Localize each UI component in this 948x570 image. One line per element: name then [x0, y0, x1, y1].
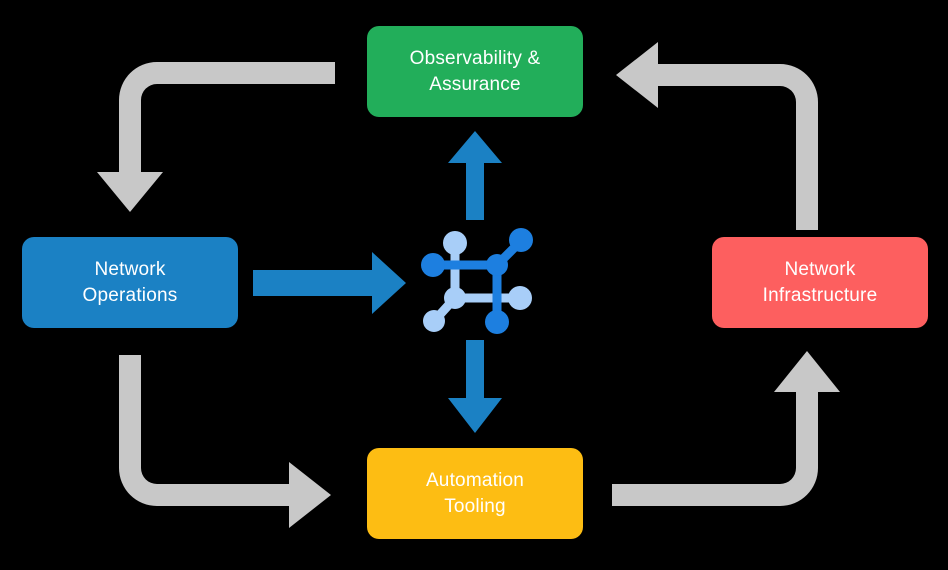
arrow-automation-to-infrastructure: [612, 351, 840, 506]
node-label-line1: Automation: [425, 469, 525, 491]
topology-node: [508, 286, 532, 310]
node-automation-tooling[interactable]: Automation Tooling: [367, 448, 583, 539]
topology-node: [486, 254, 508, 276]
arrow-hub-to-observability: [448, 131, 502, 220]
node-observability-assurance[interactable]: Observability & Assurance: [367, 26, 583, 117]
arrow-operations-to-automation: [119, 355, 331, 528]
topology-node: [509, 228, 533, 252]
topology-node: [485, 310, 509, 334]
topology-node: [444, 287, 466, 309]
topology-node: [421, 253, 445, 277]
node-label-line1: Observability &: [409, 47, 541, 69]
node-label-line1: Network: [94, 258, 166, 280]
arrow-operations-to-hub: [253, 252, 406, 314]
node-network-infrastructure[interactable]: Network Infrastructure: [712, 237, 928, 328]
node-label-line2: Operations: [82, 284, 178, 306]
node-label-line2: Tooling: [444, 495, 506, 517]
node-network-operations[interactable]: Network Operations: [22, 237, 238, 328]
node-label-line2: Infrastructure: [762, 284, 878, 306]
network-topology-icon: [421, 228, 533, 334]
node-label-line1: Network: [784, 258, 856, 280]
arrow-hub-to-automation: [448, 340, 502, 433]
arrow-observability-to-operations: [97, 62, 335, 212]
arrow-infrastructure-to-observability: [616, 42, 818, 230]
topology-node: [423, 310, 445, 332]
topology-node: [443, 231, 467, 255]
node-label-line2: Assurance: [429, 73, 521, 95]
